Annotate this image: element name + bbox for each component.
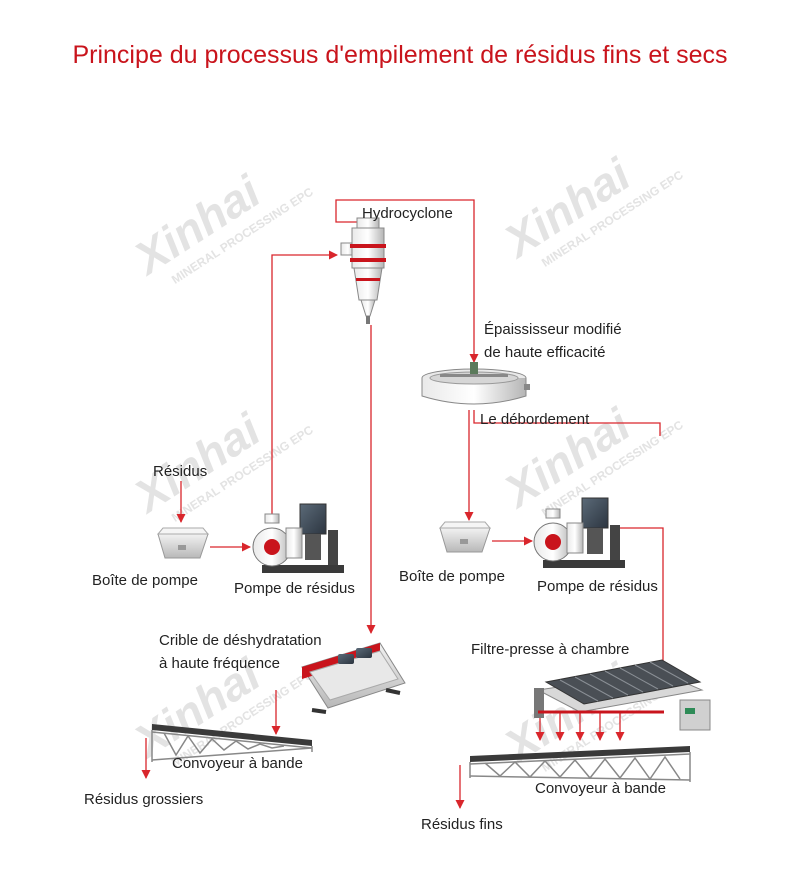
label-thickener-line1: Épaississeur modifié	[484, 321, 622, 338]
label-slurry-pump-left: Pompe de résidus	[234, 580, 355, 597]
belt-conveyor-left-icon	[151, 724, 313, 762]
label-conveyor-left: Convoyeur à bande	[172, 755, 303, 772]
pump-box-left-icon	[156, 527, 210, 559]
watermark-top-left: Xinhai MINERAL PROCESSING EPC	[123, 165, 316, 287]
flow-hydrocyclone-overflow	[335, 199, 479, 363]
belt-conveyor-right-icon	[469, 746, 691, 782]
label-hydrocyclone: Hydrocyclone	[362, 205, 453, 222]
label-overflow: Le débordement	[480, 411, 590, 428]
dewatering-screen-icon	[301, 642, 406, 714]
watermark-top-right: Xinhai MINERAL PROCESSING EPC	[493, 148, 686, 270]
flow-lines	[141, 199, 668, 809]
hydrocyclone-icon	[340, 217, 386, 324]
label-screen-line2: à haute fréquence	[159, 655, 280, 672]
page-title: Principe du processus d'empilement de ré…	[72, 41, 728, 69]
label-pump-box-left: Boîte de pompe	[92, 572, 198, 589]
watermark-mid-left: Xinhai MINERAL PROCESSING EPC	[123, 403, 316, 525]
thickener-icon	[421, 362, 530, 405]
label-thickener-line2: de haute efficacité	[484, 344, 606, 361]
slurry-pump-left-icon	[252, 503, 344, 573]
label-fine-tailings: Résidus fins	[421, 816, 503, 833]
label-conveyor-right: Convoyeur à bande	[535, 780, 666, 797]
label-pump-box-right: Boîte de pompe	[399, 568, 505, 585]
label-screen-line1: Crible de déshydratation	[159, 632, 322, 649]
label-slurry-pump-right: Pompe de résidus	[537, 578, 658, 595]
flow-pump-to-hydrocyclone	[271, 250, 338, 520]
pump-box-right-icon	[438, 521, 492, 553]
flow-thickener-overflow	[473, 410, 661, 436]
label-tailings-input: Résidus	[153, 463, 208, 480]
slurry-pump-right-icon	[533, 497, 625, 568]
filter-press-icon	[534, 659, 711, 731]
label-coarse-tailings: Résidus grossiers	[84, 791, 204, 808]
label-filter-press: Filtre-presse à chambre	[471, 641, 630, 658]
